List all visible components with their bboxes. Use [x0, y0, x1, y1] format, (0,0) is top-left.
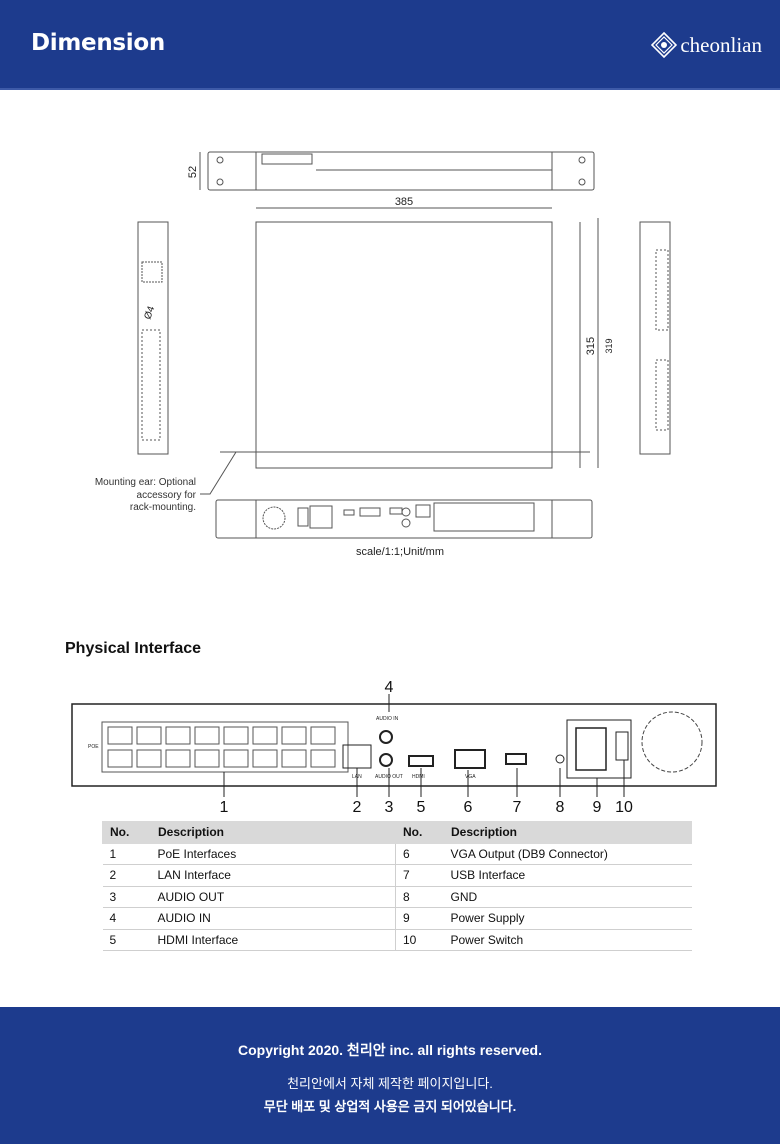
label-vga: VGA — [465, 774, 476, 780]
callout: 7 — [513, 799, 522, 816]
cell-no: 6 — [395, 842, 444, 865]
header-no: No. — [395, 821, 444, 844]
dim-width: 385 — [395, 196, 413, 208]
label-hdmi: HDMI — [412, 774, 425, 780]
brand-name: cheonlian — [680, 32, 762, 57]
power-switch — [615, 731, 629, 761]
diamond-eye-icon — [651, 32, 678, 58]
cell-no: 10 — [395, 928, 444, 951]
cell-description: VGA Output (DB9 Connector) — [443, 842, 692, 865]
cell-description: LAN Interface — [150, 864, 396, 887]
callout: 9 — [593, 799, 602, 816]
callout: 3 — [385, 799, 394, 816]
cell-description: Power Supply — [443, 907, 692, 930]
audio-in-jack — [379, 730, 393, 744]
cell-description: HDMI Interface — [150, 928, 396, 951]
callout: 4 — [385, 679, 394, 696]
dim-hole: Ø4 — [142, 304, 157, 321]
rear-panel-diagram: POE AUDIO IN LAN AUDIO OUT HDMI VGA 1 2 … — [71, 679, 717, 816]
callout: 6 — [464, 799, 473, 816]
section-title: Physical Interface — [65, 640, 202, 657]
top-view: 385 315 319 — [220, 196, 614, 469]
port-labels: POE AUDIO IN LAN AUDIO OUT HDMI VGA — [88, 716, 476, 780]
callout: 10 — [615, 799, 633, 816]
cell-description: AUDIO OUT — [150, 885, 396, 908]
cell-no: 5 — [102, 928, 151, 951]
copyright: Copyright 2020. 천리안 inc. all rights rese… — [238, 1042, 542, 1058]
dim-depth-outer: 319 — [604, 338, 614, 353]
cell-no: 1 — [102, 842, 151, 865]
callouts: 1 2 3 4 5 6 7 8 9 10 — [220, 679, 633, 816]
page-footer: Copyright 2020. 천리안 inc. all rights rese… — [0, 1007, 780, 1144]
fan — [641, 711, 703, 773]
hdmi-port — [408, 755, 434, 767]
table-header-row: No. Description No. Description — [102, 821, 692, 844]
cell-no: 8 — [395, 885, 444, 908]
front-view: 52 — [187, 151, 595, 191]
cell-description: Power Switch — [443, 928, 692, 951]
cell-no: 9 — [395, 907, 444, 930]
usb-port — [505, 753, 527, 765]
cell-no: 3 — [102, 885, 151, 908]
header-description: Description — [443, 821, 692, 844]
cell-no: 7 — [395, 864, 444, 887]
cell-no: 4 — [102, 907, 151, 930]
brand-logo: cheonlian — [651, 32, 762, 58]
mounting-note: Mounting ear: Optional accessory for rac… — [95, 477, 197, 513]
vga-port — [454, 749, 486, 769]
cell-description: PoE Interfaces — [150, 842, 396, 865]
cell-no: 2 — [102, 864, 151, 887]
dim-height: 52 — [187, 166, 199, 178]
cell-description: GND — [443, 885, 692, 908]
label-poe: POE — [88, 744, 99, 750]
callout: 5 — [417, 799, 426, 816]
dimension-drawing: 52 385 315 319 Ø4 Mounting ear: Optional… — [95, 151, 671, 558]
callout: 1 — [220, 799, 229, 816]
cell-description: AUDIO IN — [150, 907, 396, 930]
footer-notice: 천리안에서 자체 제작한 페이지입니다. — [287, 1076, 493, 1091]
note-line: Mounting ear: Optional — [95, 477, 196, 488]
header-description: Description — [150, 821, 396, 844]
note-line: accessory for — [137, 490, 197, 501]
scale-note: scale/1:1;Unit/mm — [356, 546, 444, 558]
right-side-view — [639, 221, 671, 455]
dim-depth-inner: 315 — [585, 337, 597, 355]
footer-warning: 무단 배포 및 상업적 사용은 금지 되어있습니다. — [263, 1099, 517, 1114]
lan-port — [342, 744, 372, 769]
power-supply-socket — [566, 719, 632, 779]
audio-out-jack — [379, 753, 393, 767]
page-title: Dimension — [31, 30, 165, 56]
gnd-terminal — [555, 754, 565, 764]
note-line: rack-mounting. — [130, 502, 196, 513]
left-side-view: Ø4 — [137, 221, 169, 455]
label-audio-in: AUDIO IN — [376, 716, 399, 722]
poe-ports — [101, 721, 349, 773]
page-header: Dimension cheonlian — [0, 0, 780, 90]
callout: 8 — [556, 799, 565, 816]
callout: 2 — [353, 799, 362, 816]
header-no: No. — [102, 821, 151, 844]
rear-view — [215, 499, 593, 539]
cell-description: USB Interface — [443, 864, 692, 887]
